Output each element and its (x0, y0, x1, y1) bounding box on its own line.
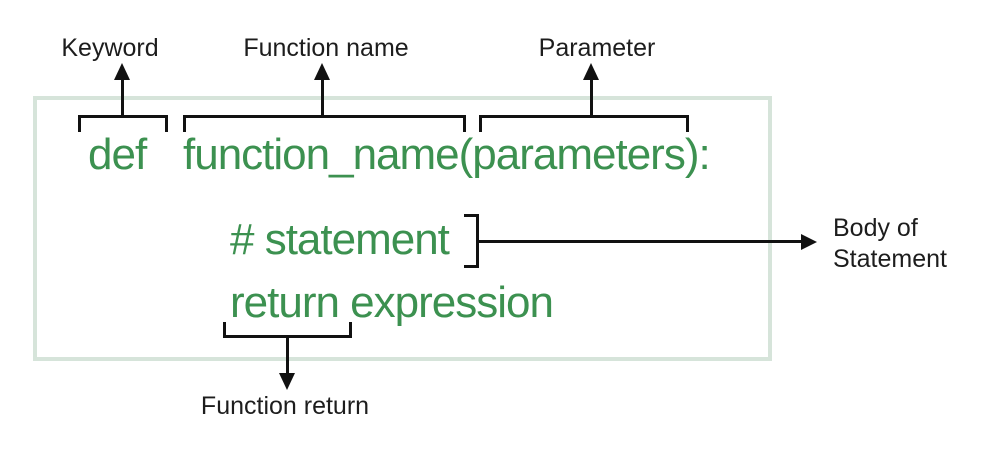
keyword-arrow-up-icon (114, 63, 130, 117)
label-body-line1: Body of (833, 214, 918, 242)
keyword-brace (78, 115, 168, 132)
label-keyword: Keyword (61, 34, 159, 62)
statement-brace (464, 214, 479, 268)
return-arrow-down-icon (279, 338, 295, 390)
function-name-arrow-up-icon (314, 63, 330, 117)
label-parameter: Parameter (538, 34, 656, 62)
return-brace (223, 322, 352, 338)
label-function-return: Function return (200, 392, 370, 420)
parameter-brace (479, 115, 689, 132)
label-function-name: Function name (243, 34, 409, 62)
parameter-arrow-up-icon (583, 63, 599, 117)
code-statement: # statement (230, 215, 450, 264)
label-body-of-statement: Body of Statement (833, 213, 947, 275)
function-name-brace (183, 115, 466, 132)
body-arrow-right-icon (479, 233, 817, 250)
code-keyword: def (88, 130, 147, 179)
code-signature: function_name(parameters): (183, 130, 711, 179)
code-return: return expression (230, 278, 554, 327)
syntax-box (33, 96, 772, 361)
label-body-line2: Statement (833, 245, 947, 273)
